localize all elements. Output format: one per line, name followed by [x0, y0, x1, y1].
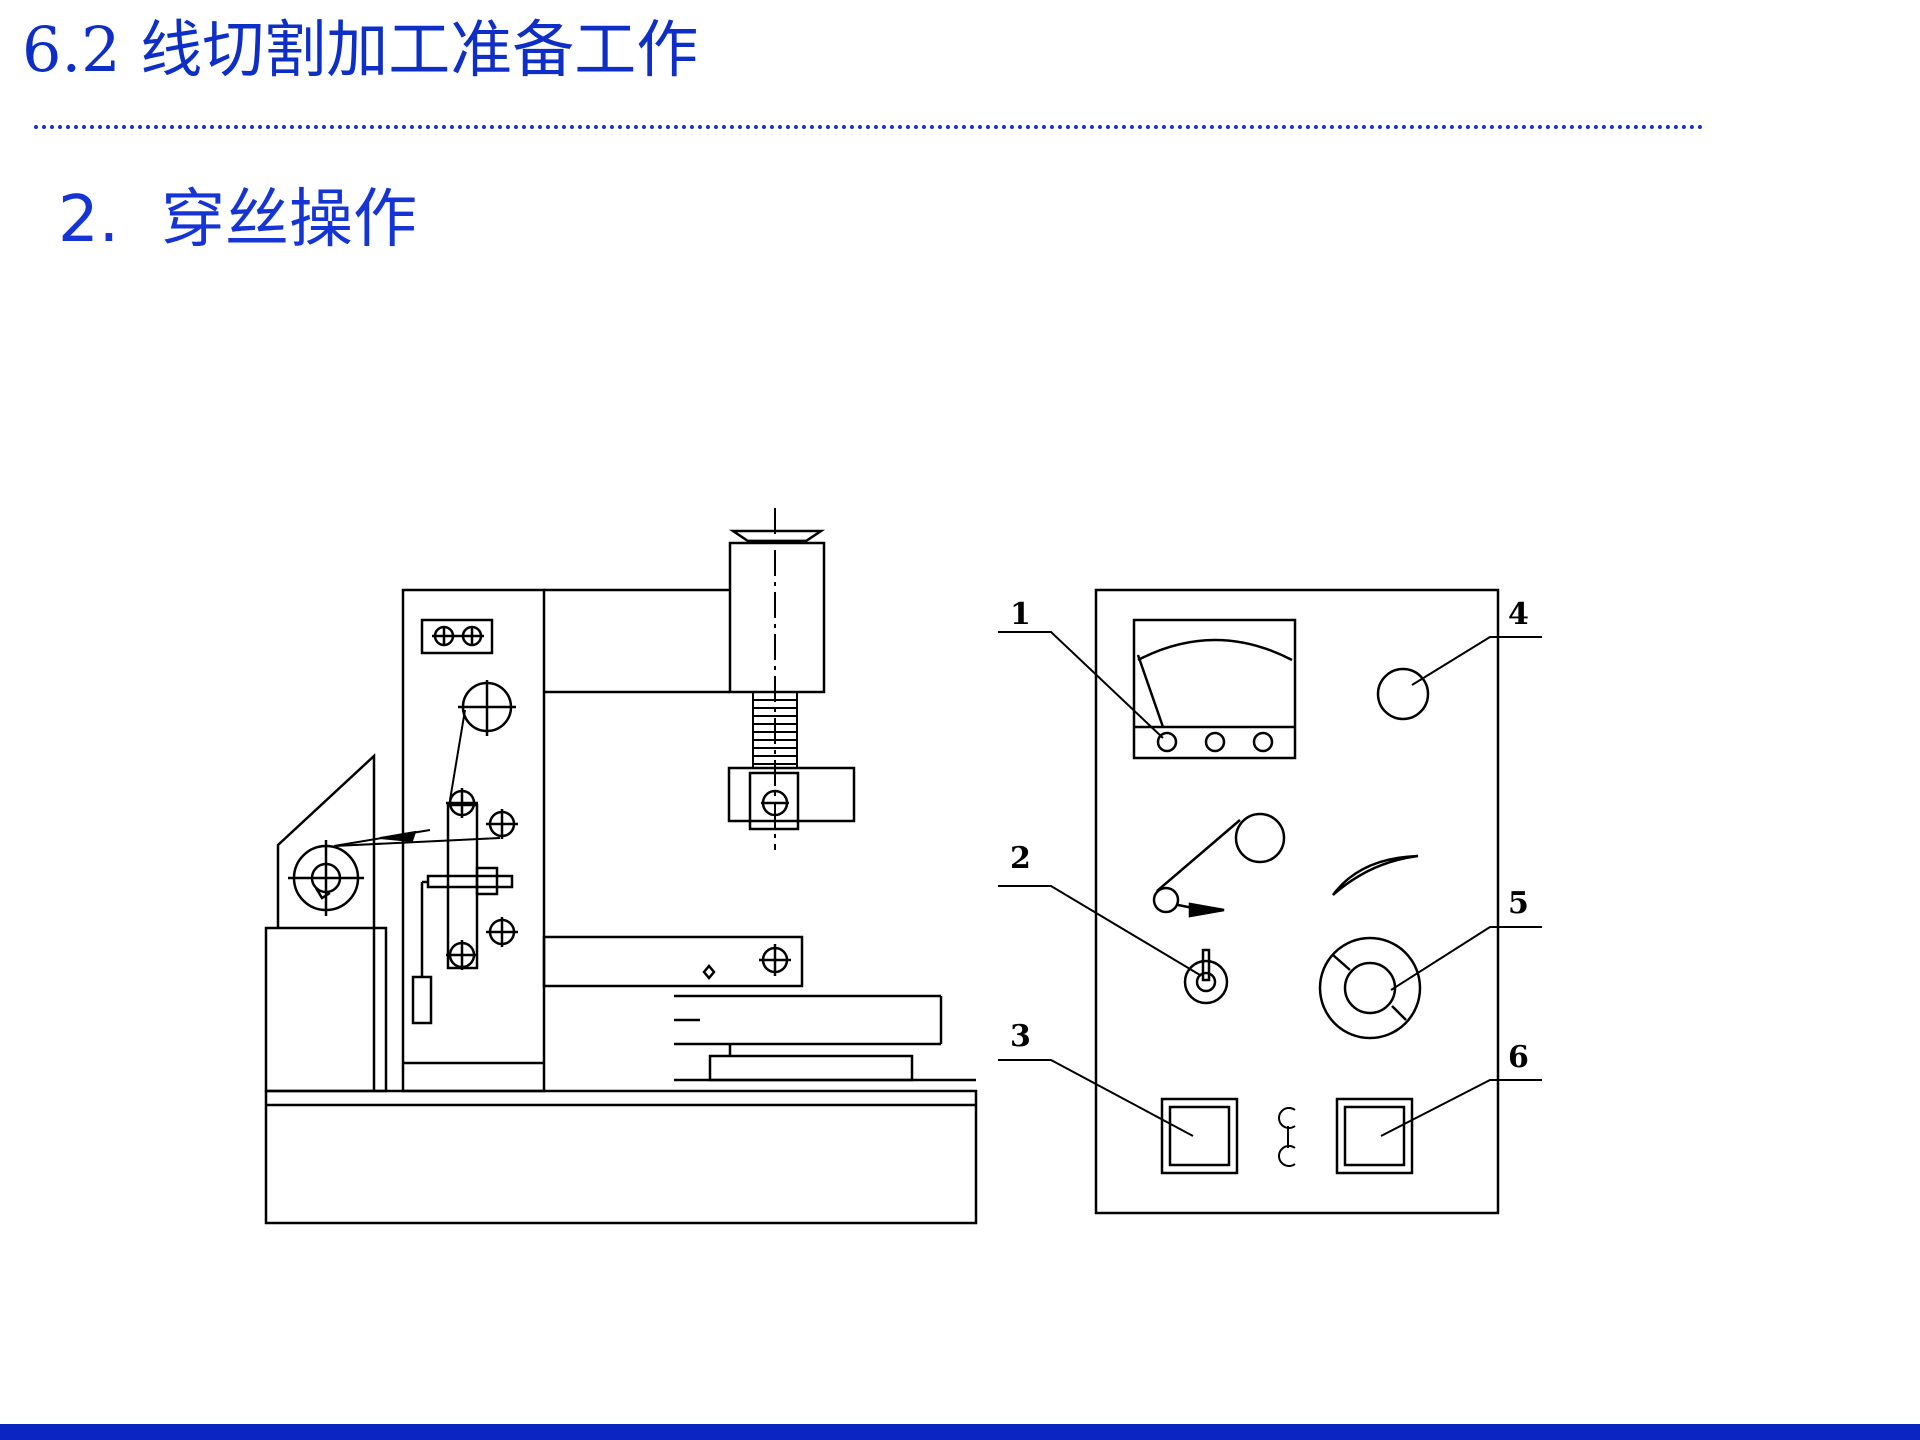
panel-meter: [1132, 618, 1297, 760]
title-divider: [34, 125, 1704, 129]
guide-pulley-3: [486, 917, 518, 947]
callout-3: 3: [1010, 1019, 1031, 1054]
guide-pulley-4: [446, 940, 478, 970]
wire-drum: [288, 840, 364, 916]
drum-housing: [264, 926, 388, 1093]
column-switch-marks: [432, 625, 484, 647]
machine-column: [401, 588, 546, 1093]
callout-5: 5: [1508, 886, 1529, 921]
panel-arc-mark: [1331, 854, 1419, 896]
bottom-bar: [0, 1424, 1920, 1440]
panel-indicator: [1278, 1107, 1296, 1167]
section-heading: 2. 穿丝操作: [58, 180, 417, 260]
section-title: 穿丝操作: [161, 183, 418, 257]
knob-5: [1318, 936, 1422, 1040]
page-title: 6.2 线切割加工准备工作: [22, 13, 699, 86]
leader-2: [998, 885, 1201, 976]
machine-base: [264, 1089, 978, 1225]
upper-head: [728, 541, 826, 694]
callout-4: 4: [1508, 597, 1529, 632]
lower-guide: [759, 944, 791, 976]
callout-1: 1: [1010, 597, 1031, 632]
leader-5: [1390, 926, 1542, 991]
column-switch-box: [420, 618, 494, 655]
z-axis-screw: [752, 692, 798, 768]
worktable: [674, 994, 976, 1082]
wire-path: [333, 709, 501, 847]
panel-body: [1094, 588, 1500, 1215]
lower-arm: [542, 935, 804, 988]
knob-4: [1376, 667, 1430, 721]
section-number: 2.: [58, 183, 120, 257]
callout-2: 2: [1010, 841, 1031, 876]
callout-6: 6: [1508, 1040, 1529, 1075]
guide-pulley-1: [446, 788, 478, 818]
panel-wire-illustration: [1152, 812, 1286, 918]
knob-2: [1183, 948, 1229, 1005]
leader-6: [1380, 1079, 1542, 1137]
leader-1: [998, 631, 1164, 739]
leader-3: [998, 1059, 1194, 1137]
button-6: [1335, 1097, 1414, 1175]
guide-pulley-2: [486, 809, 518, 839]
button-3: [1160, 1097, 1239, 1175]
control-panel: [1094, 588, 1500, 1215]
leader-4: [1411, 636, 1542, 686]
upper-guide-block: [727, 766, 856, 823]
machine-drawing: [264, 508, 978, 1225]
callout-leaders: [998, 631, 1542, 1137]
guide-pulley-top: [458, 680, 516, 736]
